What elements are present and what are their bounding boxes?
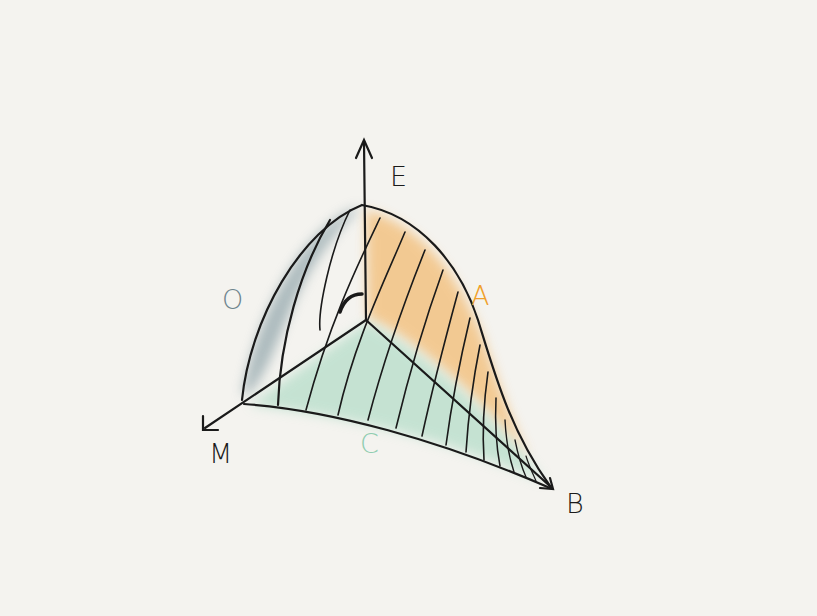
region-label: A [471, 282, 489, 309]
region-label: O [222, 286, 243, 313]
axis-label: E [390, 163, 407, 190]
axis-label: M [209, 440, 232, 467]
region-label: C [360, 430, 379, 457]
axis-label: B [566, 490, 584, 517]
outline [203, 140, 553, 489]
surface-c [250, 322, 545, 482]
